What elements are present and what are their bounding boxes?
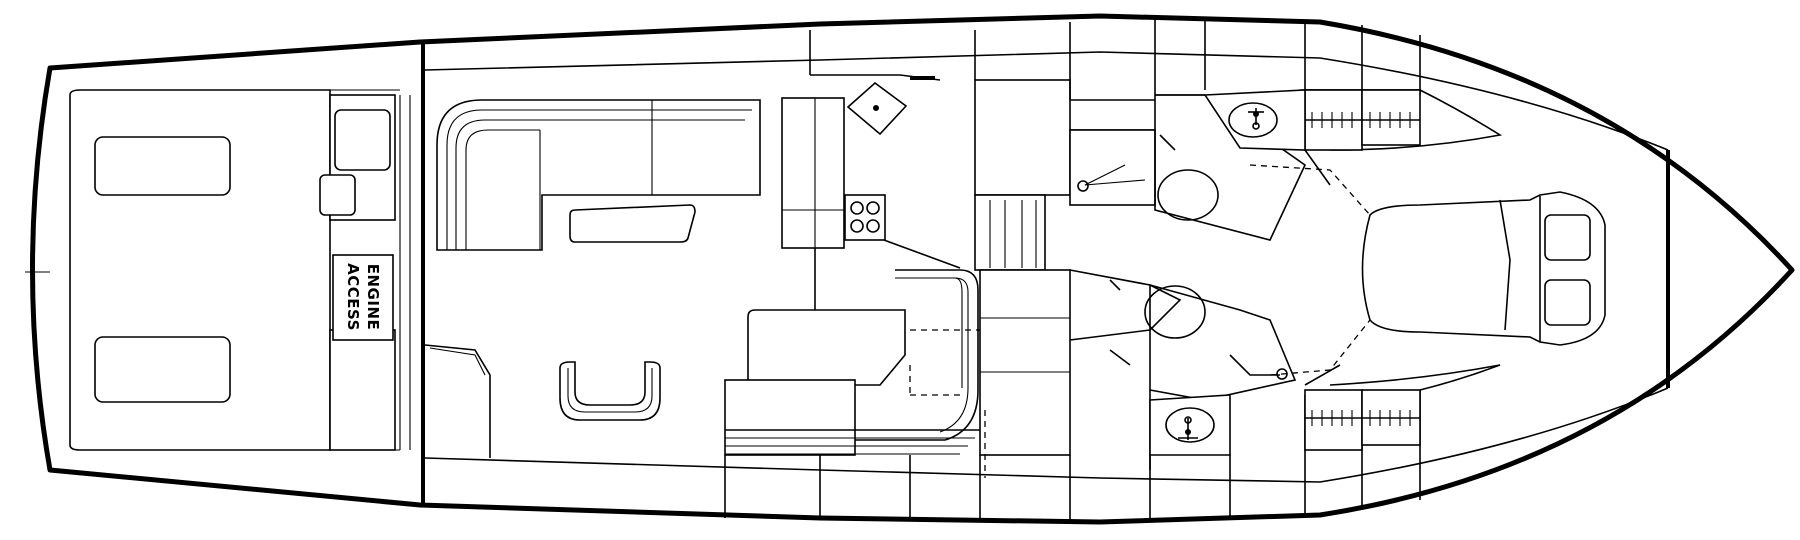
lower-vanity	[1149, 394, 1231, 456]
companionway	[809, 30, 1071, 478]
upper-toilet	[1157, 169, 1219, 221]
salon	[424, 99, 985, 458]
cockpit-seat	[319, 174, 356, 216]
v-berth	[1361, 191, 1606, 346]
galley	[781, 74, 961, 310]
engine-access-label-line1: ENGINE	[364, 264, 382, 331]
lower-head	[1069, 269, 1297, 470]
settee	[436, 99, 761, 251]
upper-lockers	[1069, 18, 1503, 151]
dinette-settee	[724, 379, 856, 456]
cockpit-locker	[334, 109, 391, 171]
berth-cushion-lower	[1544, 279, 1591, 326]
upper-head	[1069, 89, 1307, 241]
cockpit: ENGINE ACCESS	[25, 89, 411, 451]
salon-chair	[559, 361, 661, 421]
galley-counter	[781, 97, 845, 249]
dinette-table	[747, 309, 906, 386]
coffee-table	[569, 204, 696, 243]
cockpit-step-lower	[329, 329, 396, 451]
upper-shower	[1069, 129, 1156, 206]
forward-stateroom	[1249, 149, 1606, 386]
lower-sink	[1165, 407, 1215, 443]
cockpit-hatch-lower	[94, 336, 231, 403]
inner-liner-bottom	[424, 387, 1669, 483]
lower-lockers	[724, 364, 1501, 520]
cockpit-hatch-upper	[94, 136, 231, 196]
lower-toilet	[1144, 285, 1206, 339]
berth-cushion-upper	[1544, 214, 1591, 261]
galley-cooktop	[844, 194, 886, 241]
engine-access-label-line2: ACCESS	[344, 263, 362, 331]
engine-access-hatch	[332, 254, 394, 341]
inner-liner-top	[424, 51, 1669, 151]
upper-sink	[1228, 102, 1278, 138]
